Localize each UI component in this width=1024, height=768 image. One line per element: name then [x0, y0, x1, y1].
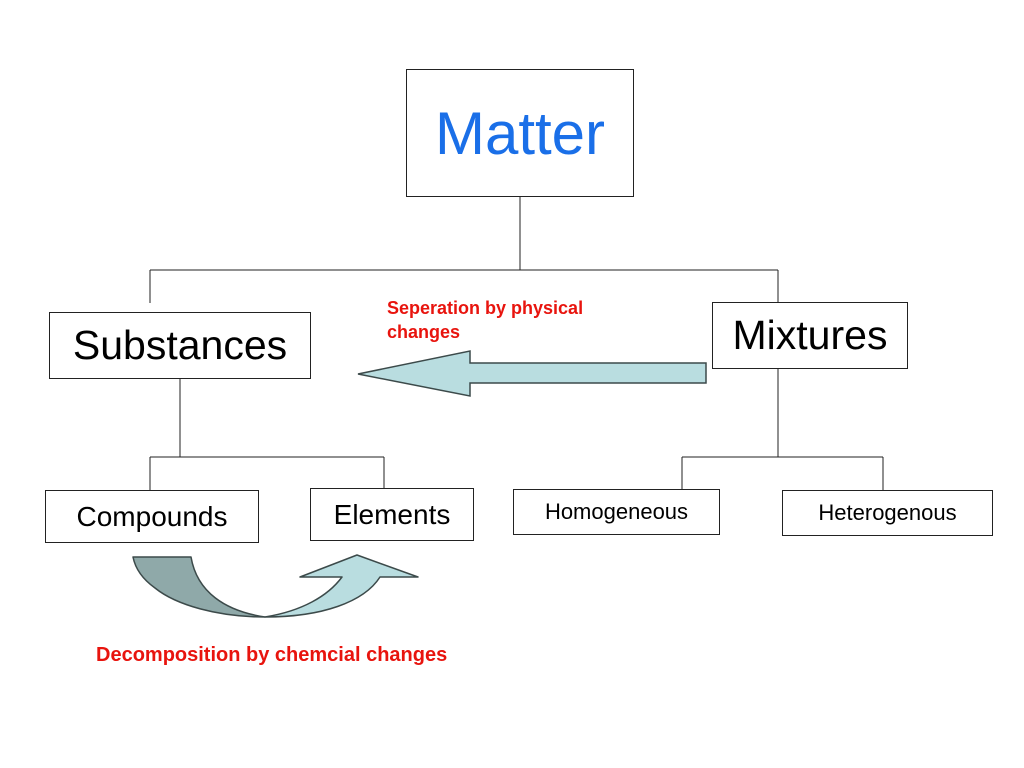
- node-substances: Substances: [49, 312, 311, 379]
- annotation-physical-line1: Seperation by physical: [387, 298, 584, 318]
- node-mixtures: Mixtures: [712, 302, 908, 369]
- node-homogeneous: Homogeneous: [513, 489, 720, 535]
- decomposition-arrow-tail: [132, 556, 266, 618]
- decomposition-arrow-head: [264, 554, 419, 618]
- node-substances-label: Substances: [72, 322, 288, 368]
- node-compounds-label: Compounds: [76, 500, 228, 532]
- annotation-chemical-decomposition: Decomposition by chemcial changes: [96, 644, 448, 666]
- node-matter-label: Matter: [434, 99, 606, 167]
- node-elements: Elements: [310, 488, 474, 541]
- node-compounds: Compounds: [45, 490, 259, 543]
- node-matter: Matter: [406, 69, 634, 197]
- node-mixtures-label: Mixtures: [732, 312, 888, 358]
- node-heterogenous: Heterogenous: [782, 490, 993, 536]
- node-elements-label: Elements: [333, 498, 451, 530]
- node-homogeneous-label: Homogeneous: [544, 499, 689, 524]
- node-heterogenous-label: Heterogenous: [818, 500, 957, 525]
- separation-arrow: [357, 350, 707, 397]
- annotation-physical-separation: Seperation by physical changes: [387, 296, 667, 344]
- annotation-physical-line2: changes: [387, 322, 461, 342]
